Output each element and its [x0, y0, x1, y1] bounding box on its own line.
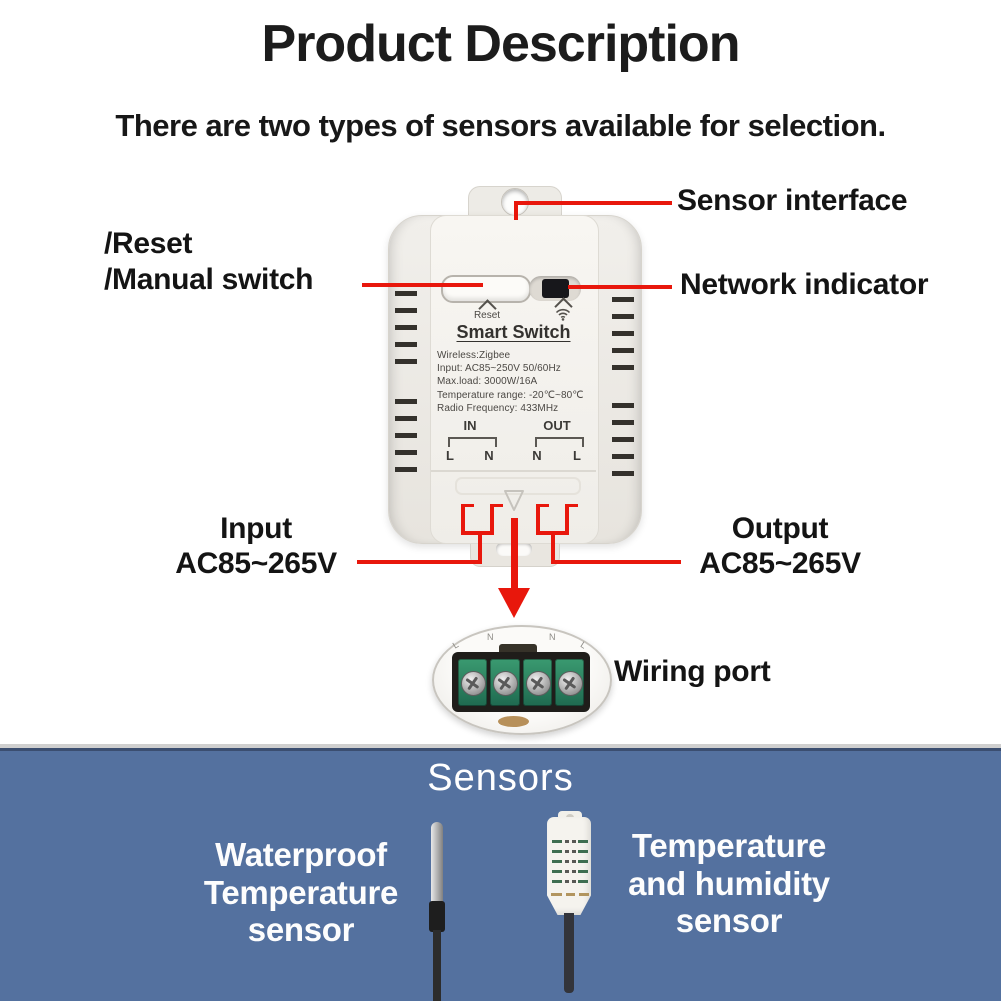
- output-bracket-line: [565, 504, 578, 507]
- label-line: Temperature: [203, 873, 399, 911]
- manual-switch-callout-label: /Manual switch: [104, 263, 314, 296]
- cover-groove: [455, 477, 581, 495]
- humidity-sensor-vents: [552, 840, 562, 890]
- humidity-sensor-cable: [564, 913, 574, 993]
- page-subtitle: There are two types of sensors available…: [115, 108, 886, 143]
- output-bracket-line: [536, 504, 540, 535]
- screw-icon: [557, 671, 583, 696]
- spec-line: Input: AC85~250V 50/60Hz: [437, 363, 561, 375]
- wiring-port-label: Wiring port: [614, 655, 771, 688]
- sensors-heading: Sensors: [427, 757, 574, 799]
- terminal-label: N: [484, 448, 494, 463]
- sensor-interface-callout-line: [514, 201, 672, 205]
- terminal-cell: [458, 659, 488, 706]
- terminal-block: [458, 659, 584, 706]
- sensor-interface-label: Sensor interface: [677, 184, 908, 217]
- reset-manual-switch-button: [441, 275, 531, 303]
- wifi-icon: [555, 308, 571, 326]
- vent-slots: [395, 291, 417, 365]
- spec-line: Max.load: 3000W/16A: [437, 376, 538, 388]
- in-label: IN: [463, 418, 477, 433]
- spec-line: Radio Frequency: 433MHz: [437, 402, 559, 414]
- in-terminal-bracket: [448, 437, 497, 447]
- input-bracket-line: [461, 504, 465, 535]
- down-arrow-icon: [498, 588, 530, 618]
- output-bracket-line: [565, 504, 569, 535]
- vent-slots: [612, 403, 634, 477]
- spec-line: Wireless:Zigbee: [437, 350, 511, 361]
- out-terminal-bracket: [535, 437, 584, 447]
- label-line: Temperature: [631, 827, 827, 864]
- screw-icon: [493, 671, 519, 696]
- input-callout-line: [357, 560, 482, 564]
- chevron-down-triangle-icon: [503, 489, 525, 518]
- screw-icon: [461, 671, 487, 696]
- output-callout-line: [551, 531, 555, 564]
- rim-terminal-label: N: [487, 632, 494, 642]
- network-callout-line: [568, 285, 672, 289]
- input-bracket-line: [490, 504, 494, 535]
- label-line: Waterproof: [215, 836, 387, 873]
- temperature-probe-cable: [433, 930, 441, 1001]
- terminal-cell: [490, 659, 520, 706]
- network-indicator-label: Network indicator: [680, 268, 929, 301]
- device-name: Smart Switch: [456, 322, 571, 342]
- screw-icon: [525, 671, 551, 696]
- reset-callout-line: [362, 283, 483, 287]
- input-voltage: AC85~265V: [175, 547, 337, 580]
- cover-seam: [431, 470, 596, 472]
- humidity-sensor-vents: [572, 840, 576, 890]
- label-line: and humidity: [628, 864, 830, 902]
- humidity-sensor-vents: [551, 893, 562, 896]
- humidity-sensor-vents: [566, 893, 575, 896]
- out-label: OUT: [543, 418, 571, 433]
- network-indicator-window: [542, 279, 569, 298]
- terminal-label: N: [532, 448, 542, 463]
- output-label: Output: [731, 512, 829, 545]
- waterproof-temperature-sensor-label: Waterproof Temperature sensor: [168, 836, 434, 949]
- vent-slots: [612, 297, 634, 371]
- terminal-label: L: [446, 448, 454, 463]
- vent-slots: [395, 399, 417, 473]
- humidity-sensor-vents: [579, 893, 589, 896]
- reset-callout-label: /Reset: [104, 227, 193, 260]
- rim-terminal-label: N: [549, 632, 556, 642]
- label-line: sensor: [675, 902, 783, 939]
- output-callout-line: [553, 560, 681, 564]
- temperature-humidity-sensor-label: Temperature and humidity sensor: [600, 827, 858, 940]
- output-bracket-line: [536, 504, 549, 507]
- sensor-interface-callout-line: [514, 201, 518, 220]
- cable-gland-hole: [498, 716, 529, 727]
- label-line: sensor: [247, 911, 355, 948]
- sensors-section: [0, 748, 1001, 1001]
- device-specs: Wireless:Zigbee Input: AC85~250V 50/60Hz…: [437, 349, 597, 415]
- output-voltage-label: Output AC85~265V: [684, 511, 876, 581]
- input-bracket-line: [461, 504, 474, 507]
- temperature-probe-sleeve: [429, 901, 445, 932]
- temperature-probe-tube: [431, 822, 443, 905]
- humidity-sensor-vents: [578, 840, 588, 890]
- terminal-cell: [522, 659, 552, 706]
- terminal-label: L: [573, 448, 581, 463]
- page-title: Product Description: [261, 15, 741, 73]
- humidity-sensor-vents: [565, 840, 569, 890]
- terminal-cell: [554, 659, 584, 706]
- down-arrow-icon: [511, 518, 518, 588]
- spec-line: Temperature range: -20℃~80℃: [437, 389, 584, 401]
- reset-button-label: Reset: [473, 310, 501, 321]
- output-voltage: AC85~265V: [699, 547, 861, 580]
- input-callout-line: [478, 531, 482, 564]
- input-label: Input: [220, 512, 292, 545]
- input-bracket-line: [490, 504, 503, 507]
- input-bracket-line: [461, 531, 494, 535]
- input-voltage-label: Input AC85~265V: [160, 511, 352, 581]
